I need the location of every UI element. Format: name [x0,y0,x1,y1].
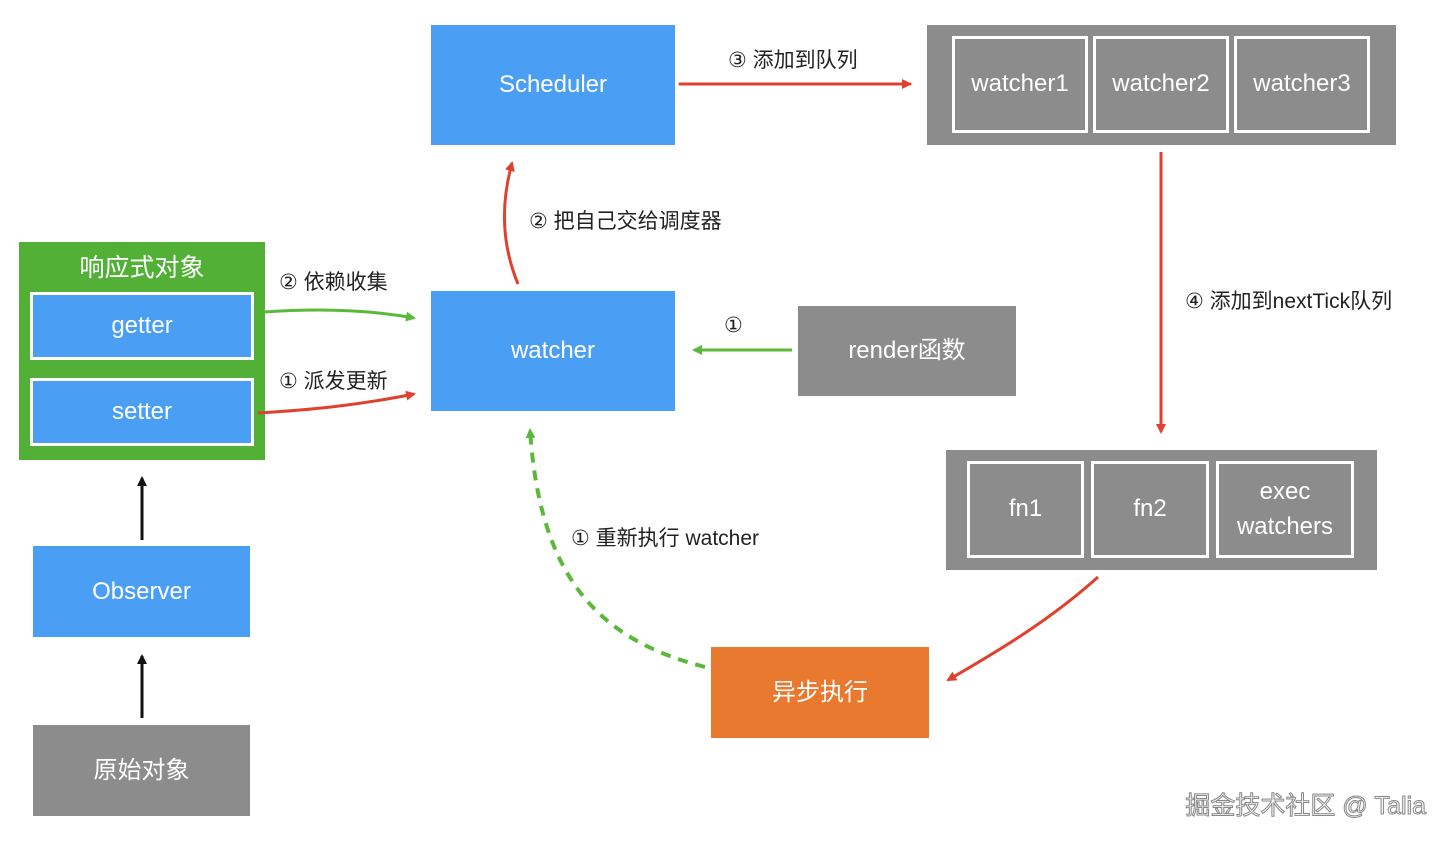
label-give-to-scheduler: ② 把自己交给调度器 [529,210,722,233]
observer-node: Observer [33,546,250,637]
raw-object-label: 原始对象 [93,756,190,784]
render-label: render函数 [848,337,966,365]
setter-node: setter [30,378,254,446]
setter-label: setter [111,397,173,425]
watcher-label: watcher [510,337,596,365]
label-add-to-nexttick: ④ 添加到nextTick队列 [1185,290,1393,313]
arrow-nexttick-to-async [946,575,1100,682]
arrow-setter-to-watcher [257,390,416,415]
label-collect-deps: ② 依赖收集 [279,271,388,294]
reactive-object-title: 响应式对象 [79,254,205,282]
label-add-to-queue: ③ 添加到队列 [728,49,858,72]
queue-item-label: watcher1 [971,70,1069,98]
queue-item-watcher2: watcher2 [1093,36,1229,133]
queue-item-label: watcher2 [1112,70,1210,98]
watcher-node: watcher [431,291,675,411]
tick-item-label: exec watchers [1236,477,1334,540]
arrow-async-to-watcher [525,428,706,669]
observer-label: Observer [92,577,191,605]
tick-item-label: fn1 [1008,495,1043,523]
render-function-node: render函数 [798,306,1016,396]
label-rerun-watcher: ① 重新执行 watcher [571,527,760,550]
async-exec-label: 异步执行 [772,678,868,706]
scheduler-node: Scheduler [431,25,675,145]
label-dispatch-update: ① 派发更新 [279,370,388,393]
tick-item-exec-watchers: exec watchers [1216,461,1354,558]
tick-item-fn1: fn1 [967,461,1084,558]
label-render-step: ① [724,314,743,337]
getter-label: getter [111,311,173,339]
watermark: 掘金技术社区 @ Talia [1185,792,1427,821]
scheduler-label: Scheduler [498,71,608,99]
raw-object-node: 原始对象 [33,725,250,816]
arrow-getter-to-watcher [263,308,416,322]
queue-item-watcher3: watcher3 [1234,36,1370,133]
queue-item-label: watcher3 [1253,70,1351,98]
async-exec-node: 异步执行 [711,647,929,738]
tick-item-label: fn2 [1133,495,1167,523]
queue-item-watcher1: watcher1 [952,36,1088,133]
tick-item-fn2: fn2 [1091,461,1209,558]
getter-node: getter [30,292,254,360]
arrow-watcher-to-scheduler [503,161,520,285]
